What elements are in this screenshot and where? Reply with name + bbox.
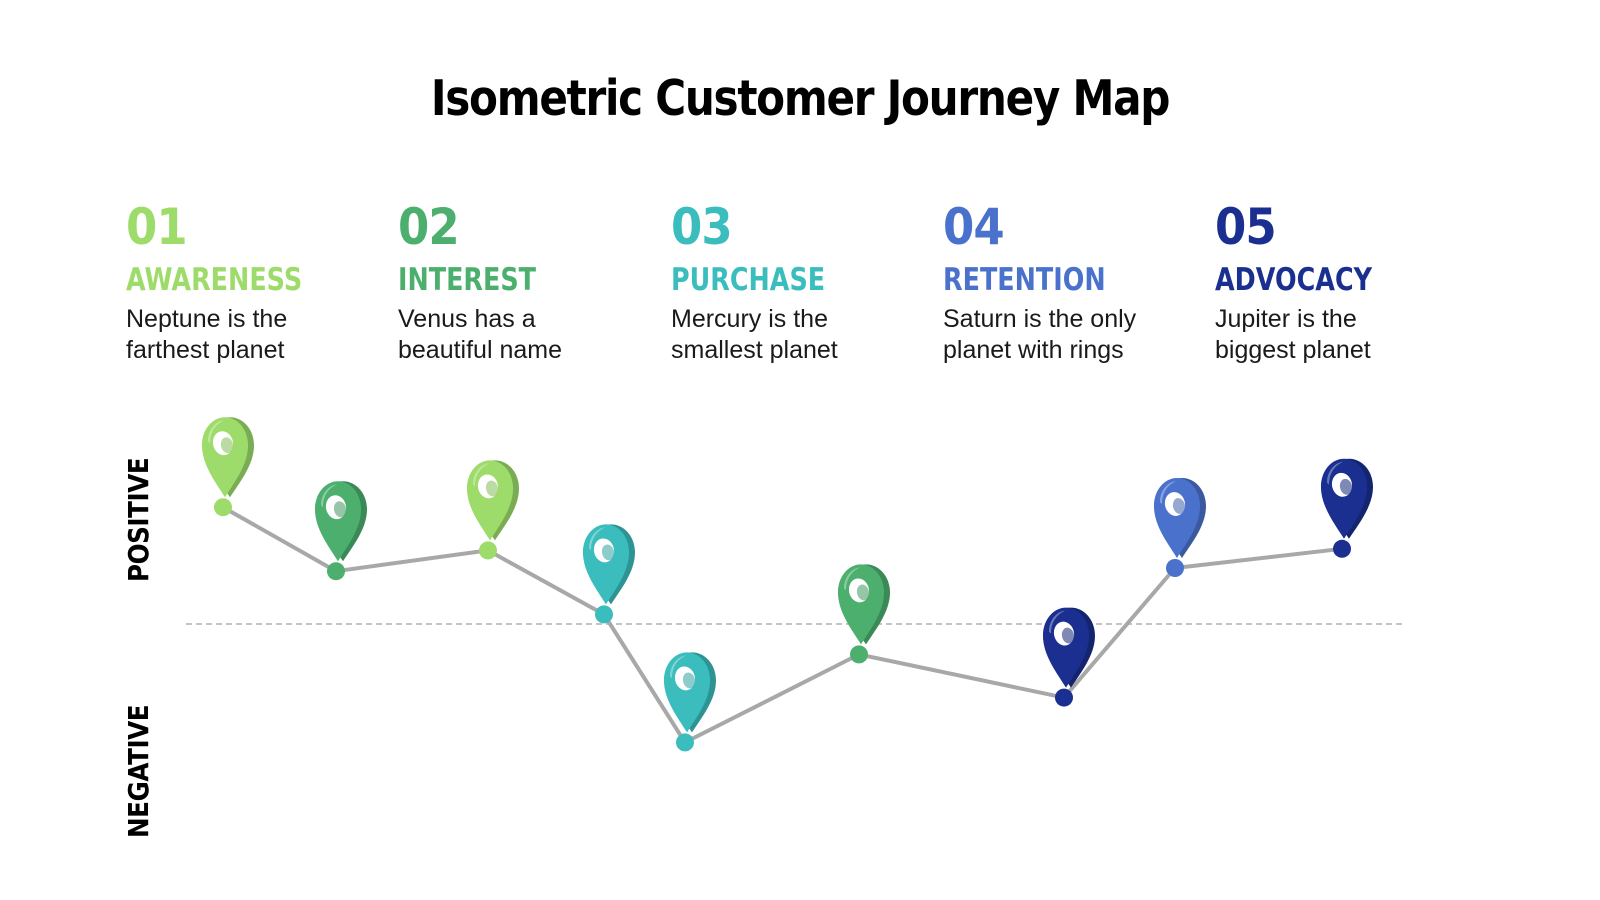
stage-name: PURCHASE bbox=[671, 262, 826, 298]
stage-description-line: Jupiter is the bbox=[1215, 305, 1357, 333]
stage-number: 01 bbox=[126, 198, 188, 256]
stage-name: ADVOCACY bbox=[1215, 262, 1373, 298]
stage-name: INTEREST bbox=[398, 262, 537, 298]
stage-description: Jupiter is the biggest planet bbox=[1215, 304, 1475, 366]
stage-number: 04 bbox=[943, 198, 1005, 256]
map-pin-icon bbox=[201, 417, 254, 498]
journey-point-9 bbox=[1333, 539, 1351, 558]
stage-awareness: 01 AWARENESS Neptune is the farthest pla… bbox=[126, 198, 396, 366]
stage-description-line: smallest planet bbox=[671, 336, 838, 364]
stage-advocacy: 05 ADVOCACY Jupiter is the biggest plane… bbox=[1215, 198, 1485, 366]
journey-point-8 bbox=[1166, 559, 1184, 577]
stage-description-line: Neptune is the bbox=[126, 305, 288, 333]
stage-description: Mercury is the smallest planet bbox=[671, 304, 931, 366]
map-pin-icon bbox=[837, 564, 890, 645]
stage-description-line: Venus has a bbox=[398, 305, 536, 333]
stage-description-line: biggest planet bbox=[1215, 336, 1371, 364]
stage-purchase: 03 PURCHASE Mercury is the smallest plan… bbox=[671, 198, 941, 366]
map-pin-icon bbox=[663, 652, 716, 733]
map-pin-icon bbox=[314, 481, 367, 562]
stage-description: Venus has a beautiful name bbox=[398, 304, 658, 366]
journey-point-7 bbox=[1055, 688, 1073, 707]
pin-layer bbox=[201, 417, 1373, 752]
stage-description: Saturn is the only planet with rings bbox=[943, 304, 1203, 366]
journey-point-6 bbox=[850, 645, 868, 664]
stage-description-line: beautiful name bbox=[398, 336, 563, 364]
journey-point-3 bbox=[479, 541, 497, 560]
stage-name: AWARENESS bbox=[126, 262, 303, 298]
journey-point-4 bbox=[595, 605, 613, 624]
map-pin-icon bbox=[1153, 478, 1206, 558]
stage-description: Neptune is the farthest planet bbox=[126, 304, 386, 366]
journey-point-2 bbox=[327, 562, 345, 581]
stage-retention: 04 RETENTION Saturn is the only planet w… bbox=[943, 198, 1213, 366]
stage-name: RETENTION bbox=[943, 262, 1106, 298]
stage-number: 05 bbox=[1215, 198, 1277, 256]
stage-description-line: farthest planet bbox=[126, 336, 285, 364]
map-pin-icon bbox=[466, 460, 519, 541]
stage-description-line: Saturn is the only bbox=[943, 305, 1137, 333]
stage-description-line: Mercury is the bbox=[671, 305, 828, 333]
map-pin-icon bbox=[1042, 607, 1095, 688]
map-pin-icon bbox=[1320, 458, 1373, 539]
journey-point-5 bbox=[676, 733, 694, 752]
page-title: Isometric Customer Journey Map bbox=[430, 70, 1171, 127]
stage-number: 03 bbox=[671, 198, 733, 256]
journey-point-1 bbox=[214, 498, 232, 517]
stage-description-line: planet with rings bbox=[943, 336, 1124, 364]
stage-number: 02 bbox=[398, 198, 460, 256]
map-pin-icon bbox=[582, 524, 635, 605]
stage-interest: 02 INTEREST Venus has a beautiful name bbox=[398, 198, 668, 366]
